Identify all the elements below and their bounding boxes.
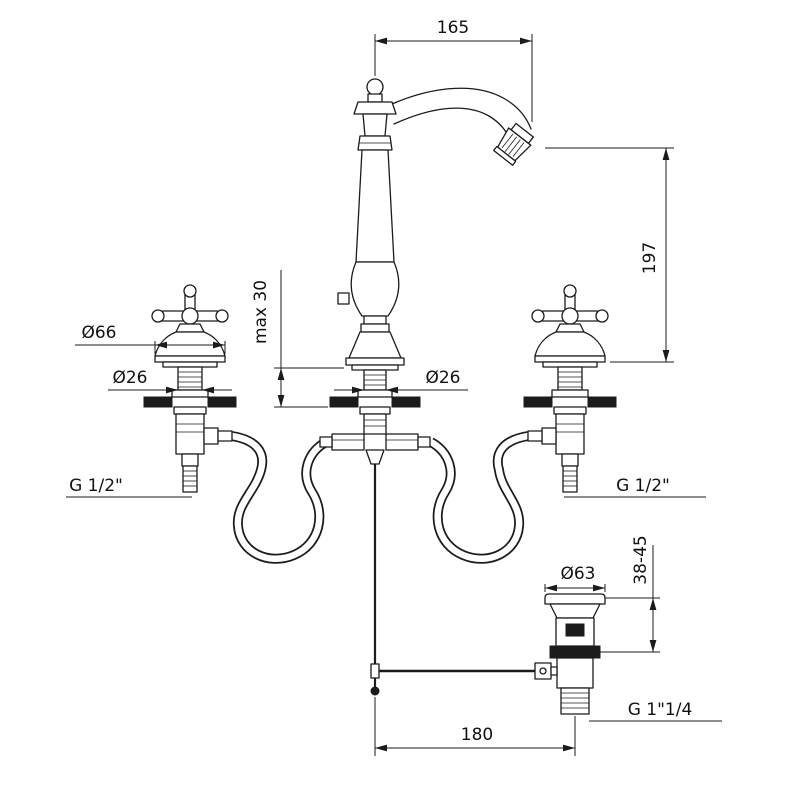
deck-section	[391, 396, 421, 408]
handle-bell-base	[154, 331, 226, 357]
rod-end-ball	[370, 686, 380, 696]
spout-finial-ball	[366, 78, 384, 96]
label-g114: G 1"1/4	[628, 700, 693, 720]
overflow-slot	[565, 623, 585, 637]
deck-section	[523, 396, 553, 408]
dimension-d26-left: Ø26	[108, 368, 232, 394]
label-g12-left: G 1/2"	[69, 476, 123, 496]
dimension-165: 165	[374, 18, 533, 122]
label-197: 197	[640, 242, 660, 274]
handle-bell-base	[534, 331, 606, 357]
dimension-max30: max 30	[251, 270, 344, 408]
column-bulge	[350, 261, 400, 317]
label-180: 180	[461, 725, 493, 745]
handle-stem	[177, 366, 203, 391]
handle-stem	[557, 366, 583, 391]
column-side-detail	[337, 292, 350, 305]
valve-body	[555, 413, 585, 455]
flex-hoses	[230, 431, 530, 564]
label-38-45: 38-45	[631, 535, 651, 584]
label-165: 165	[437, 18, 469, 38]
tee-nut-right	[385, 433, 419, 451]
drain-assembly	[534, 593, 606, 715]
thread-label-drain: G 1"1/4	[589, 700, 722, 722]
pop-up-rod	[370, 464, 543, 696]
inlet-tail-left	[182, 465, 198, 493]
valve-body	[175, 413, 205, 455]
deck-section	[143, 396, 173, 408]
dimension-d66: Ø66	[75, 323, 226, 354]
inlet-tail-right	[562, 465, 578, 493]
left-handle-assembly	[143, 284, 237, 493]
drain-lower-body	[556, 657, 594, 689]
aerator	[493, 122, 535, 166]
label-d66: Ø66	[81, 323, 116, 343]
dimension-d26-center: Ø26	[334, 368, 468, 394]
handle-hub	[561, 307, 579, 325]
label-d26-left: Ø26	[112, 368, 147, 388]
thread-label-right: G 1/2"	[564, 476, 706, 498]
dimension-d63: Ø63	[544, 564, 606, 592]
thread-label-left: G 1/2"	[66, 476, 192, 498]
spout-top-edge	[391, 87, 532, 130]
dimension-38-45: 38-45	[600, 535, 660, 653]
spout-bottom-edge	[393, 107, 512, 143]
dimension-180: 180	[374, 697, 576, 756]
drain-threaded-tail	[560, 687, 590, 715]
label-g12-right: G 1/2"	[616, 476, 670, 496]
deck-section	[587, 396, 617, 408]
tee-nut-left	[331, 433, 365, 451]
spout-assembly	[353, 78, 535, 166]
deck-section	[207, 396, 237, 408]
label-d26-center: Ø26	[425, 368, 460, 388]
column-body	[319, 113, 431, 465]
handle-hub	[181, 307, 199, 325]
drain-flange	[544, 593, 606, 605]
rod-clamp	[370, 663, 380, 679]
dimension-197: 197	[545, 147, 674, 363]
label-d63: Ø63	[560, 564, 595, 584]
right-handle-assembly	[523, 284, 617, 493]
drain-locknut	[549, 645, 601, 659]
deck-section	[329, 396, 359, 408]
label-max-30: max 30	[251, 280, 271, 344]
